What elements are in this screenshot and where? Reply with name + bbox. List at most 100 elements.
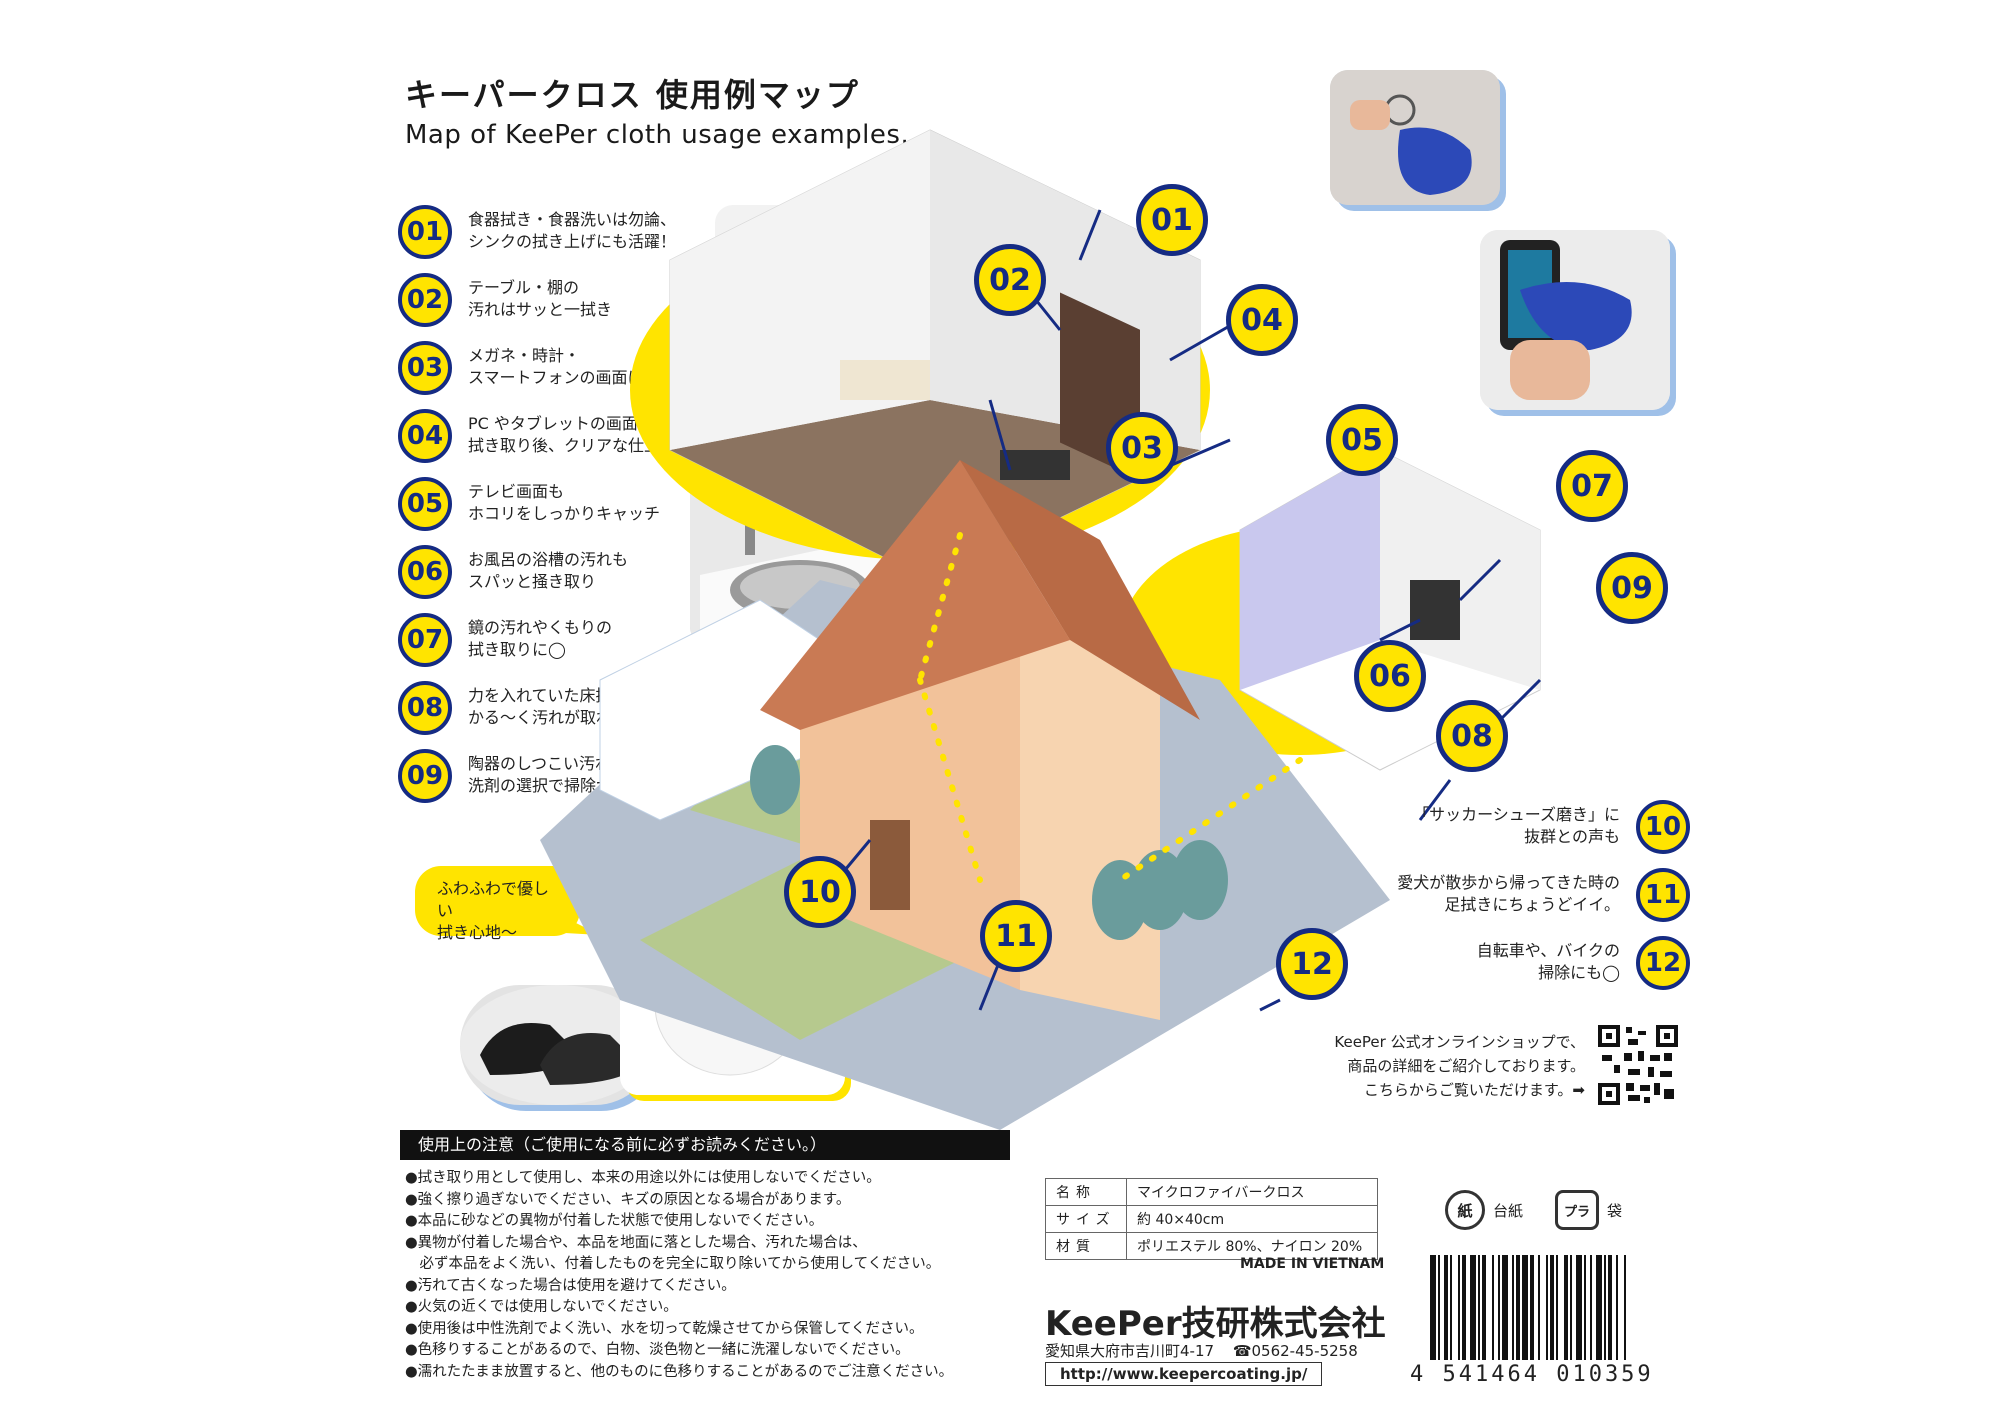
paper-recycle-label: 台紙	[1493, 1201, 1524, 1220]
bubble-text: 拭き心地～	[437, 923, 518, 942]
usage-text: 掃除にも◯	[1538, 963, 1620, 982]
spec-value: ポリエステル 80%、ナイロン 20%	[1126, 1232, 1378, 1260]
usage-text: スパッと掻き取り	[468, 572, 597, 591]
caution-list: ●拭き取り用として使用し、本来の用途以外には使用しないでください。 ●強く擦り過…	[405, 1168, 953, 1383]
usage-text: 食器拭き・食器洗いは勿論、	[468, 210, 677, 229]
barcode-number: 4 541464 010359	[1410, 1362, 1654, 1387]
soccer-shoes-illustration	[460, 985, 654, 1105]
plastic-recycle-label: 袋	[1607, 1201, 1623, 1220]
usage-text: テーブル・棚の	[468, 278, 580, 297]
caution-item: 必ず本品をよく洗い、付着したものを完全に取り除いてから使用してください。	[405, 1256, 941, 1272]
page-title: キーパークロス 使用例マップ	[405, 76, 860, 114]
usage-number-badge: 06	[398, 545, 452, 599]
made-in-label: MADE IN VIETNAM	[1240, 1256, 1385, 1272]
map-pin: 03	[1106, 412, 1178, 484]
usage-text: 「サッカーシューズ磨き」に	[1413, 805, 1620, 824]
usage-text: 陶器のしつこい汚れも、	[468, 754, 643, 773]
usage-text: 鏡の汚れやくもりの	[468, 618, 613, 637]
usage-item: 「サッカーシューズ磨き」に抜群との声も	[1413, 804, 1620, 848]
barcode-icon	[1430, 1255, 1626, 1360]
map-pin: 08	[1436, 700, 1508, 772]
usage-text: 拭き取りに◯	[468, 640, 566, 659]
usage-text: PC やタブレットの画面も	[468, 414, 654, 433]
map-pin: 07	[1556, 450, 1628, 522]
map-pin: 12	[1276, 928, 1348, 1000]
usage-item: 05 テレビ画面もホコリをしっかりキャッチ	[398, 477, 818, 537]
bubble-text: ふわふわで優しい	[437, 879, 550, 920]
map-pin: 06	[1354, 640, 1426, 712]
usage-text: 自転車や、バイクの	[1476, 941, 1620, 960]
usage-number-badge: 05	[398, 477, 452, 531]
paper-recycle-icon: 紙	[1445, 1190, 1485, 1230]
usage-number-badge: 02	[398, 273, 452, 327]
page-subtitle: Map of KeePer cloth usage examples.	[405, 120, 910, 150]
map-pin: 01	[1136, 184, 1208, 256]
usage-text: 汚れはサッと一拭き	[468, 300, 613, 319]
spec-value: 約 40×40cm	[1126, 1205, 1378, 1233]
company-address: 愛知県大府市吉川町4-17	[1045, 1342, 1215, 1360]
usage-text: 拭き取り後、クリアな仕上がり	[468, 436, 693, 455]
usage-item: 06 お風呂の浴槽の汚れもスパッと掻き取り	[398, 545, 818, 605]
caution-item: ●本品に砂などの異物が付着した状態で使用しないでください。	[405, 1213, 824, 1229]
map-pin: 04	[1226, 284, 1298, 356]
map-pin: 09	[1596, 552, 1668, 624]
glasses-cloth-illustration	[1330, 70, 1500, 205]
spec-row: 材質ポリエステル 80%、ナイロン 20%	[1045, 1232, 1378, 1260]
usage-number-badge: 01	[398, 205, 452, 259]
usage-item: 03 メガネ・時計・スマートフォンの画面に◯	[398, 341, 818, 401]
caution-item: ●拭き取り用として使用し、本来の用途以外には使用しないでください。	[405, 1170, 881, 1186]
usage-item: 01 食器拭き・食器洗いは勿論、シンクの拭き上げにも活躍！	[398, 205, 818, 265]
plastic-recycle-mark: プラ 袋	[1555, 1190, 1622, 1230]
online-shop-note: KeePer 公式オンラインショップで、 商品の詳細をご紹介しております。 こち…	[1310, 1030, 1585, 1102]
usage-text: 愛犬が散歩から帰ってきた時の	[1397, 873, 1620, 892]
usage-list-right: 「サッカーシューズ磨き」に抜群との声も 10 愛犬が散歩から帰ってきた時の足拭き…	[1360, 800, 1690, 1000]
usage-text: スマートフォンの画面に◯	[468, 368, 662, 387]
spec-row: サイズ約 40×40cm	[1045, 1205, 1378, 1233]
company-url-link[interactable]: http://www.keepercoating.jp/	[1045, 1362, 1323, 1386]
glasses-wiping-photo	[1330, 70, 1500, 205]
spec-key: 材質	[1045, 1232, 1127, 1260]
map-pin: 11	[980, 900, 1052, 972]
usage-item: 02 テーブル・棚の汚れはサッと一拭き	[398, 273, 818, 333]
caution-item: ●火気の近くでは使用しないでください。	[405, 1299, 678, 1315]
company-name: KeePer技研株式会社	[1045, 1304, 1386, 1344]
caution-item: ●異物が付着した場合や、本品を地面に落とした場合、汚れた場合は、	[405, 1234, 867, 1251]
usage-text: シンクの拭き上げにも活躍！	[468, 232, 677, 251]
caution-item: ●使用後は中性洗剤でよく洗い、水を切って乾燥させてから保管してください。	[405, 1320, 924, 1337]
map-pin: 02	[974, 244, 1046, 316]
usage-text: メガネ・時計・	[468, 346, 581, 365]
caution-item: ●色移りすることがあるので、白物、淡色物と一緒に洗濯しないでください。	[405, 1342, 910, 1358]
usage-number-badge: 04	[398, 409, 452, 463]
spec-value: マイクロファイバークロス	[1126, 1178, 1378, 1206]
usage-number-badge: 09	[398, 749, 452, 803]
usage-item: 04 PC やタブレットの画面も拭き取り後、クリアな仕上がり	[398, 409, 818, 469]
usage-item: 07 鏡の汚れやくもりの拭き取りに◯	[398, 613, 818, 673]
shop-text: こちらからご覧いただけます。➡	[1363, 1081, 1585, 1099]
map-pin: 10	[784, 856, 856, 928]
usage-number-badge: 11	[1636, 868, 1690, 922]
spec-table: 名称マイクロファイバークロス サイズ約 40×40cm 材質ポリエステル 80%…	[1045, 1178, 1378, 1260]
usage-text: お風呂の浴槽の汚れも	[468, 550, 629, 569]
paper-recycle-mark: 紙 台紙	[1445, 1190, 1523, 1230]
usage-item: 自転車や、バイクの掃除にも◯	[1477, 940, 1620, 984]
caution-item: ●強く擦り過ぎないでください、キズの原因となる場合があります。	[405, 1191, 851, 1208]
company-address-line: 愛知県大府市吉川町4-17 ☎0562-45-5258	[1045, 1340, 1358, 1361]
usage-text: 抜群との声も	[1524, 827, 1620, 846]
spec-key: 名称	[1045, 1178, 1127, 1206]
caution-item: ●濡れたたまま放置すると、他のものに色移りすることがあるのでご注意ください。	[405, 1363, 954, 1380]
phone-wiping-photo	[1480, 230, 1670, 410]
company-phone: ☎0562-45-5258	[1232, 1342, 1358, 1360]
spec-key: サイズ	[1045, 1205, 1127, 1233]
usage-number-badge: 12	[1636, 936, 1690, 990]
phone-cloth-illustration	[1480, 230, 1670, 410]
usage-text: ホコリをしっかりキャッチ	[468, 504, 661, 523]
usage-text: 足拭きにちょうどイイ。	[1444, 895, 1620, 914]
usage-number-badge: 07	[398, 613, 452, 667]
map-pin: 05	[1326, 404, 1398, 476]
usage-number-badge: 10	[1636, 800, 1690, 854]
shop-text: 商品の詳細をご紹介しております。	[1347, 1057, 1585, 1075]
qr-code-icon[interactable]	[1598, 1025, 1678, 1105]
caution-heading: 使用上の注意（ご使用になる前に必ずお読みください。）	[400, 1130, 1010, 1160]
usage-number-badge: 03	[398, 341, 452, 395]
caution-item: ●汚れて古くなった場合は使用を避けてください。	[405, 1277, 736, 1294]
